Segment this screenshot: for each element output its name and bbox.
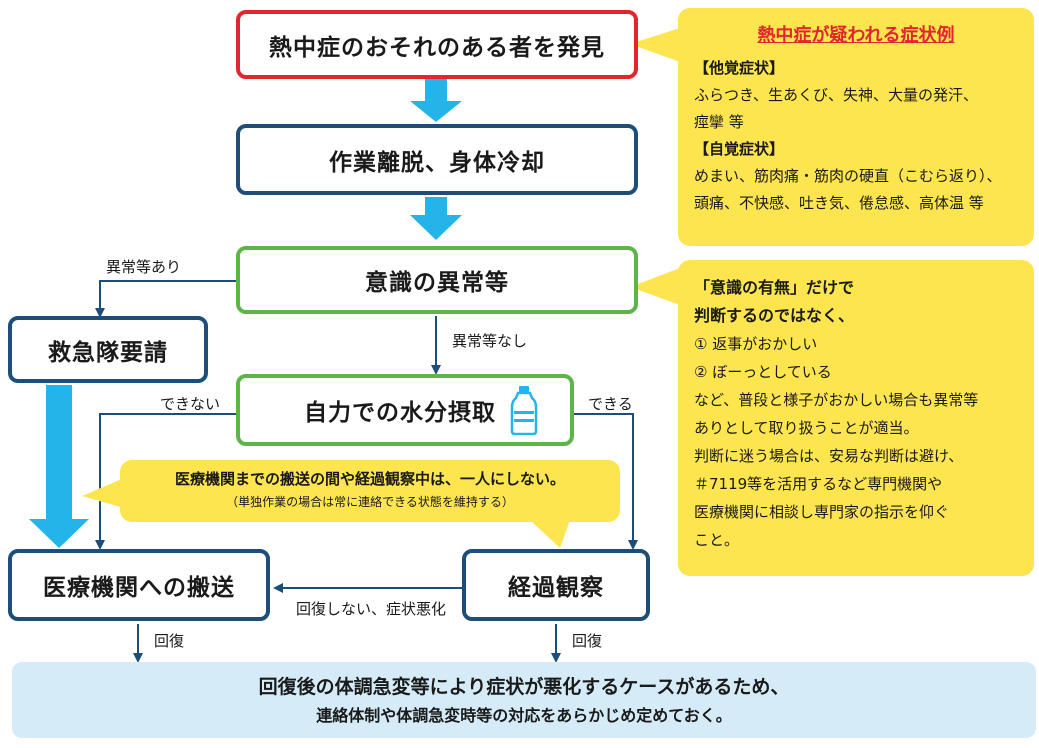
connector-abnormal-yes xyxy=(95,280,238,318)
hydration-text: 自力での水分摂取 xyxy=(304,400,496,426)
note-line-2: 判断するのではなく、 xyxy=(694,306,855,325)
hydration-box: 自力での水分摂取 xyxy=(236,374,574,446)
label-not-recovered: 回復しない、症状悪化 xyxy=(296,600,447,618)
consciousness-callout-tail xyxy=(630,268,680,305)
label-recover-right: 回復 xyxy=(572,632,603,650)
consciousness-callout: 「意識の有無」だけで 判断するのではなく、 ① 返事がおかしい ② ぼーっとして… xyxy=(678,260,1034,576)
label-can: できる xyxy=(588,395,633,413)
observation-box: 経過観察 xyxy=(462,549,650,621)
transport-box: 医療機関への搬送 xyxy=(8,549,270,621)
note-line-5: 判断に迷う場合は、安易な判断は避け、 xyxy=(694,447,964,465)
note-item-1: ① 返事がおかしい xyxy=(694,335,818,353)
subjective-line-2: 頭痛、不快感、吐き気、倦怠感、高体温 等 xyxy=(694,194,984,212)
cooling-box: 作業離脱、身体冷却 xyxy=(236,124,638,195)
middle-note-callout: 医療機関までの搬送の間や経過観察中は、一人にしない。 （単独作業の場合は常に連絡… xyxy=(120,460,620,522)
note-line-4: ありとして取り扱うことが適当。 xyxy=(694,419,919,437)
note-line-1: 「意識の有無」だけで xyxy=(694,278,855,297)
observation-text: 経過観察 xyxy=(508,575,604,601)
note-line-7: 医療機関に相談し専門家の指示を仰ぐ xyxy=(694,503,950,521)
subjective-heading: 【自覚症状】 xyxy=(694,140,785,158)
cyan-arrow-ambulance xyxy=(29,385,89,548)
symptoms-callout-tail xyxy=(630,28,680,62)
symptoms-title: 熱中症が疑われる症状例 xyxy=(757,25,955,46)
discover-box: 熱中症のおそれのある者を発見 xyxy=(236,10,638,79)
middle-note-main: 医療機関までの搬送の間や経過観察中は、一人にしない。 xyxy=(174,470,565,488)
consciousness-text: 意識の異常等 xyxy=(365,270,509,296)
cyan-arrow-2 xyxy=(410,197,462,240)
cyan-arrow-1 xyxy=(410,79,462,122)
label-abnormal-yes: 異常等あり xyxy=(106,258,182,276)
subjective-line-1: めまい、筋肉痛・筋肉の硬直（こむら返り）、 xyxy=(694,167,1002,185)
bottom-note: 回復後の体調急変等により症状が悪化するケースがあるため、 連絡体制や体調急変時等… xyxy=(12,662,1036,738)
transport-text: 医療機関への搬送 xyxy=(43,575,235,601)
discover-text: 熱中症のおそれのある者を発見 xyxy=(269,34,605,61)
symptoms-callout: 熱中症が疑われる症状例 【他覚症状】 ふらつき、生あくび、失神、大量の発汗、 痙… xyxy=(678,8,1034,246)
note-line-6: ＃7119等を活用するなど専門機関や xyxy=(694,475,943,493)
water-bottle-icon xyxy=(510,386,538,435)
bottom-note-line-1: 回復後の体調急変等により症状が悪化するケースがあるため、 xyxy=(258,676,790,698)
middle-note-tail-right xyxy=(530,520,570,548)
label-recover-left: 回復 xyxy=(154,632,185,650)
ambulance-text: 救急隊要請 xyxy=(48,339,168,366)
objective-heading: 【他覚症状】 xyxy=(694,59,785,77)
middle-note-tail-left xyxy=(82,478,124,508)
label-abnormal-no: 異常等なし xyxy=(452,332,528,350)
connector-can xyxy=(574,413,638,550)
consciousness-box: 意識の異常等 xyxy=(236,246,638,314)
cooling-text: 作業離脱、身体冷却 xyxy=(329,149,545,176)
label-cannot: できない xyxy=(160,395,221,413)
middle-note-sub: （単独作業の場合は常に連絡できる状態を維持する） xyxy=(226,495,514,509)
note-item-2: ② ぼーっとしている xyxy=(694,363,832,381)
objective-line-2: 痙攣 等 xyxy=(694,113,744,131)
objective-line-1: ふらつき、生あくび、失神、大量の発汗、 xyxy=(694,86,978,104)
note-line-3: など、普段と様子がおかしい場合も異常等 xyxy=(694,391,979,409)
connector-cannot xyxy=(95,413,238,550)
bottom-note-line-2: 連絡体制や体調急変時等の対応をあらかじめ定めておく。 xyxy=(316,706,732,725)
ambulance-box: 救急隊要請 xyxy=(8,316,208,383)
note-line-8: こと。 xyxy=(694,531,740,549)
